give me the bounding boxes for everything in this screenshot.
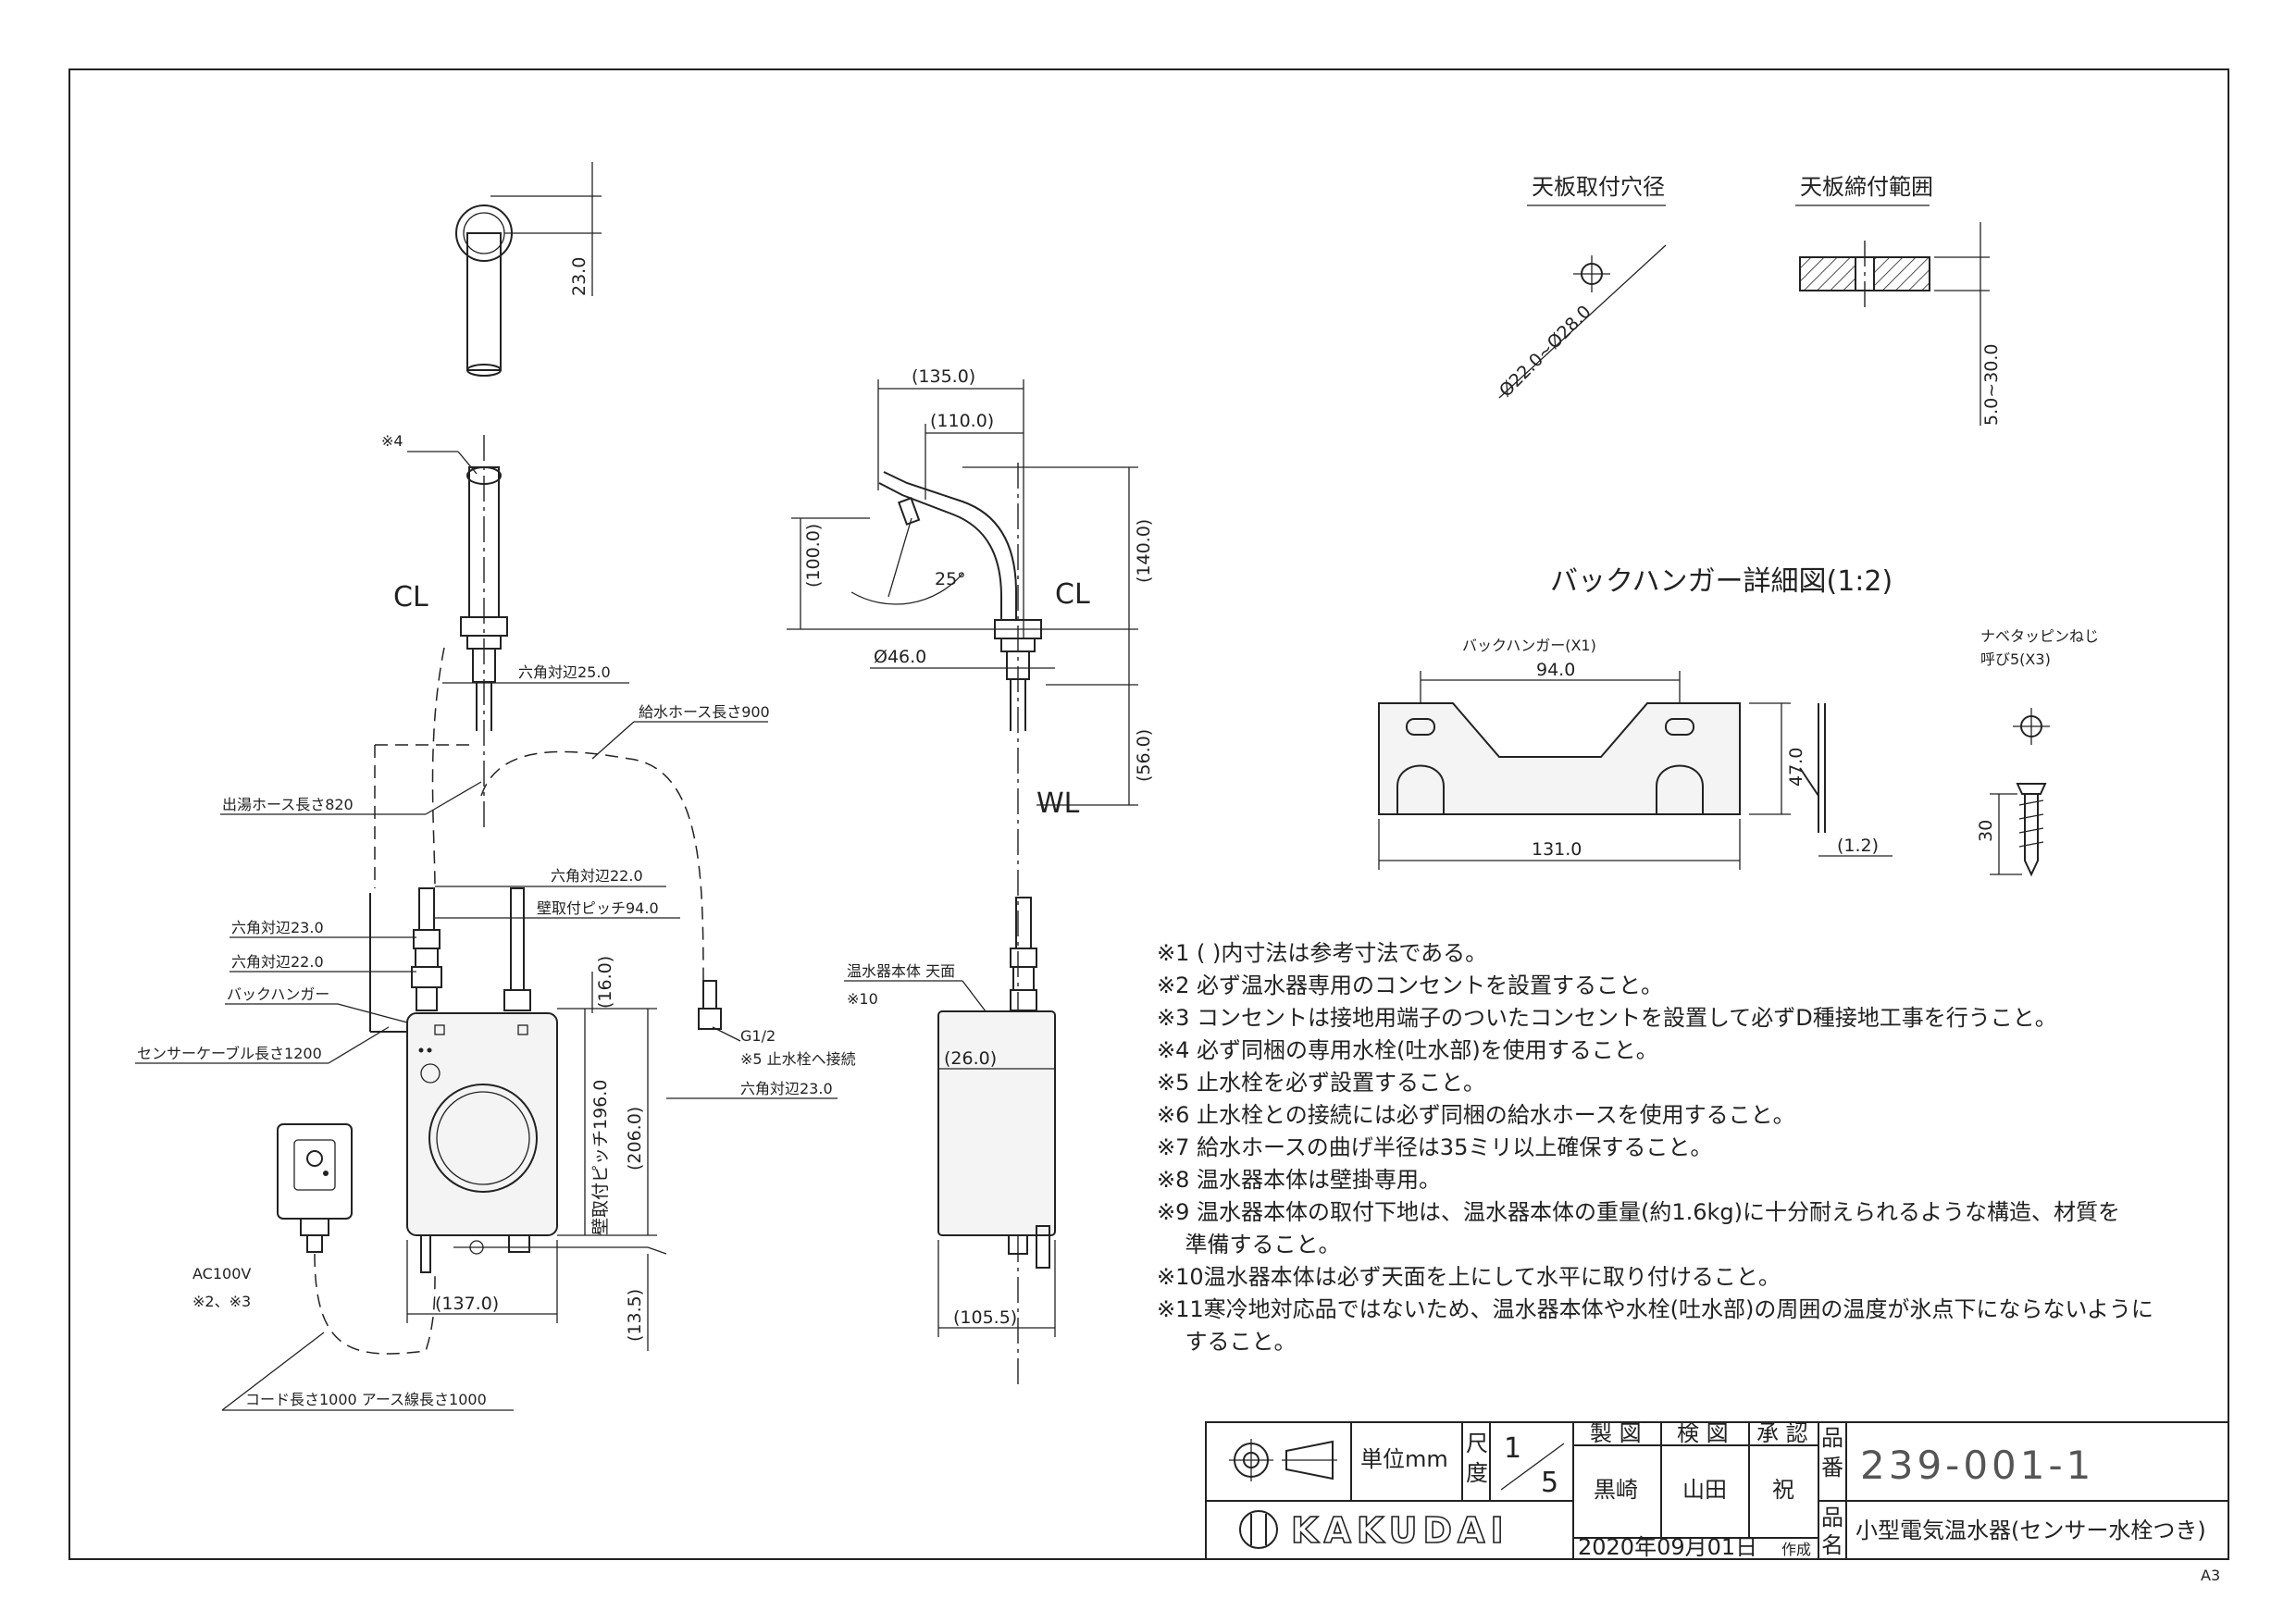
note-line: ※8 温水器本体は壁掛専用。 [1157, 1167, 1441, 1193]
created-label: 作成 [1781, 1541, 1811, 1558]
scale-label-1: 尺 [1466, 1431, 1488, 1456]
note-ref-4: ※4 [381, 432, 403, 450]
dim-dia46: Ø46.0 [874, 647, 926, 667]
screw-label: ナベタッピンねじ [1980, 627, 2099, 645]
screw-length: 30 [1976, 820, 1996, 842]
hanger-title: バックハンガー詳細図(1:2) [1550, 565, 1893, 598]
date-label: 2020年09月01日 [1578, 1534, 1757, 1560]
dim-side-140: (140.0) [1134, 519, 1154, 583]
cl-label-front: CL [393, 581, 428, 613]
checked-by-header: 検 図 [1677, 1420, 1729, 1446]
note-line: ※4 必ず同梱の専用水栓(吐水部)を使用すること。 [1157, 1037, 1658, 1063]
notes: ※1 ( )内寸法は参考寸法である。 ※2 必ず温水器専用のコンセントを設置する… [1157, 940, 2153, 1355]
scale-label-2: 度 [1466, 1460, 1488, 1486]
hex22-left-label: 六角対辺22.0 [231, 953, 324, 971]
scale-denominator: 5 [1541, 1467, 1558, 1499]
kakudai-logo: KAKUDAI [1239, 1509, 1509, 1552]
clamp-range-detail: 天板締付範囲 5.0~30.0 [1795, 174, 2002, 426]
side-view: (135.0) (110.0) CL 25° (100.0) (140.0) Ø… [787, 366, 1154, 1388]
note-line: ※11寒冷地対応品ではないため、温水器本体や水栓(吐水部)の周囲の温度が氷点下に… [1157, 1296, 2153, 1322]
name-label-2: 名 [1821, 1532, 1843, 1558]
note-line: ※3 コンセントは接地用端子のついたコンセントを設置して必ずD種接地工事を行うこ… [1157, 1005, 2057, 1031]
stop-note-label: ※5 止水栓へ接続 [740, 1050, 856, 1068]
sensor-cable-label: センサーケーブル長さ1200 [137, 1045, 322, 1062]
title-block: 単位mm 尺 度 1 5 製 図 検 図 承 認 黒崎 山田 祝 2020年09… [1205, 1420, 2229, 1560]
brand-name: KAKUDAI [1291, 1510, 1509, 1551]
dim-spout-23: 23.0 [569, 257, 590, 296]
clamp-dim: 5.0~30.0 [1981, 344, 2002, 426]
dim-side-135: (135.0) [912, 366, 975, 387]
made-by-name: 黒崎 [1594, 1477, 1638, 1503]
front-view: ※4 CL 六角対辺25.0 給水ホース長さ900 出湯ホース長さ820 [135, 432, 856, 1411]
power-plug [277, 1123, 353, 1220]
top-view: 23.0 [455, 162, 602, 377]
cl-label-side: CL [1055, 578, 1090, 611]
unit-label: 単位mm [1360, 1446, 1448, 1472]
note-line: ※10温水器本体は必ず天面を上にして水平に取り付けること。 [1157, 1264, 1781, 1290]
hanger-width: 94.0 [1536, 660, 1575, 680]
heater-body-front [406, 1012, 558, 1236]
part-no-label-2: 番 [1821, 1455, 1843, 1481]
heater-body-side [937, 1010, 1056, 1236]
hole-dim: Ø22.0~Ø28.0 [1496, 302, 1595, 402]
note-line: ※5 止水栓を必ず設置すること。 [1157, 1070, 1485, 1096]
dim-206: (206.0) [625, 1107, 645, 1171]
hanger-label: バックハンガー(X1) [1462, 637, 1596, 654]
angle-25: 25° [935, 569, 966, 589]
back-hanger-detail: バックハンガー詳細図(1:2) バックハンガー(X1) 94.0 131.0 4… [1378, 565, 2099, 877]
back-hanger-label: バックハンガー [227, 985, 329, 1003]
name-label-1: 品 [1821, 1505, 1843, 1530]
clamp-title: 天板締付範囲 [1800, 174, 1933, 200]
sheet-border [68, 68, 2229, 1560]
note-line: ※9 温水器本体の取付下地は、温水器本体の重量(約1.6kg)に十分耐えられるよ… [1157, 1199, 2120, 1225]
dim-side-100: (100.0) [803, 524, 824, 588]
hex22-top-label: 六角対辺22.0 [551, 867, 643, 885]
dim-135: (13.5) [625, 1289, 645, 1342]
hanger-plate [1378, 702, 1741, 815]
note-line: ※2 必ず温水器専用のコンセントを設置すること。 [1157, 973, 1663, 998]
hex25-label: 六角対辺25.0 [518, 663, 611, 681]
mounting-hole-detail: 天板取付穴径 Ø22.0~Ø28.0 [1496, 174, 1667, 402]
hanger-height: 47.0 [1786, 748, 1806, 787]
dim-137: (137.0) [435, 1294, 499, 1314]
approved-by-name: 祝 [1772, 1477, 1794, 1503]
note-line: すること。 [1157, 1329, 1297, 1355]
heater-ref-label: ※10 [847, 990, 878, 1008]
screw-label-2: 呼び5(X3) [1980, 650, 2051, 668]
dim-16: (16.0) [595, 956, 615, 1009]
note-line: ※1 ( )内寸法は参考寸法である。 [1157, 940, 1487, 966]
dim-196: 壁取付ピッチ196.0 [590, 1080, 611, 1235]
part-number: 239-001-1 [1860, 1443, 2094, 1488]
g12-label: G1/2 [740, 1027, 776, 1045]
ac-note-label: ※2、※3 [192, 1293, 251, 1310]
dim-side-26: (26.0) [944, 1048, 997, 1069]
hanger-total: 131.0 [1532, 839, 1582, 860]
ac-label: AC100V [192, 1265, 251, 1282]
hot-hose-label: 出湯ホース長さ820 [222, 796, 354, 813]
hanger-thickness: (1.2) [1837, 836, 1879, 856]
hex23-right-label: 六角対辺23.0 [740, 1080, 833, 1097]
hole-title: 天板取付穴径 [1532, 174, 1665, 200]
approved-by-header: 承 認 [1756, 1420, 1808, 1446]
wl-label: WL [1036, 787, 1080, 820]
projection-symbol [1229, 1439, 1337, 1481]
hex23-left-label: 六角対辺23.0 [231, 919, 324, 936]
wall-pitch-label: 壁取付ピッチ94.0 [537, 899, 659, 917]
product-name: 小型電気温水器(センサー水栓つき) [1855, 1518, 2206, 1543]
dim-side-56: (56.0) [1134, 729, 1154, 782]
supply-hose-label: 給水ホース長さ900 [639, 703, 770, 721]
made-by-header: 製 図 [1590, 1420, 1642, 1446]
dim-side-1055: (105.5) [953, 1307, 1017, 1328]
checked-by-name: 山田 [1682, 1477, 1727, 1503]
heater-top-label: 温水器本体 天面 [847, 962, 955, 980]
part-no-label-1: 品 [1821, 1425, 1843, 1451]
note-line: 準備すること。 [1157, 1232, 1341, 1258]
scale-numerator: 1 [1504, 1432, 1521, 1465]
sheet-size: A3 [2201, 1567, 2220, 1584]
dim-side-110: (110.0) [930, 411, 994, 431]
note-line: ※7 給水ホースの曲げ半径は35ミリ以上確保すること。 [1157, 1134, 1712, 1160]
note-line: ※6 止水栓との接続には必ず同梱の給水ホースを使用すること。 [1157, 1102, 1795, 1128]
cord-label: コード長さ1000 アース線長さ1000 [245, 1391, 487, 1408]
